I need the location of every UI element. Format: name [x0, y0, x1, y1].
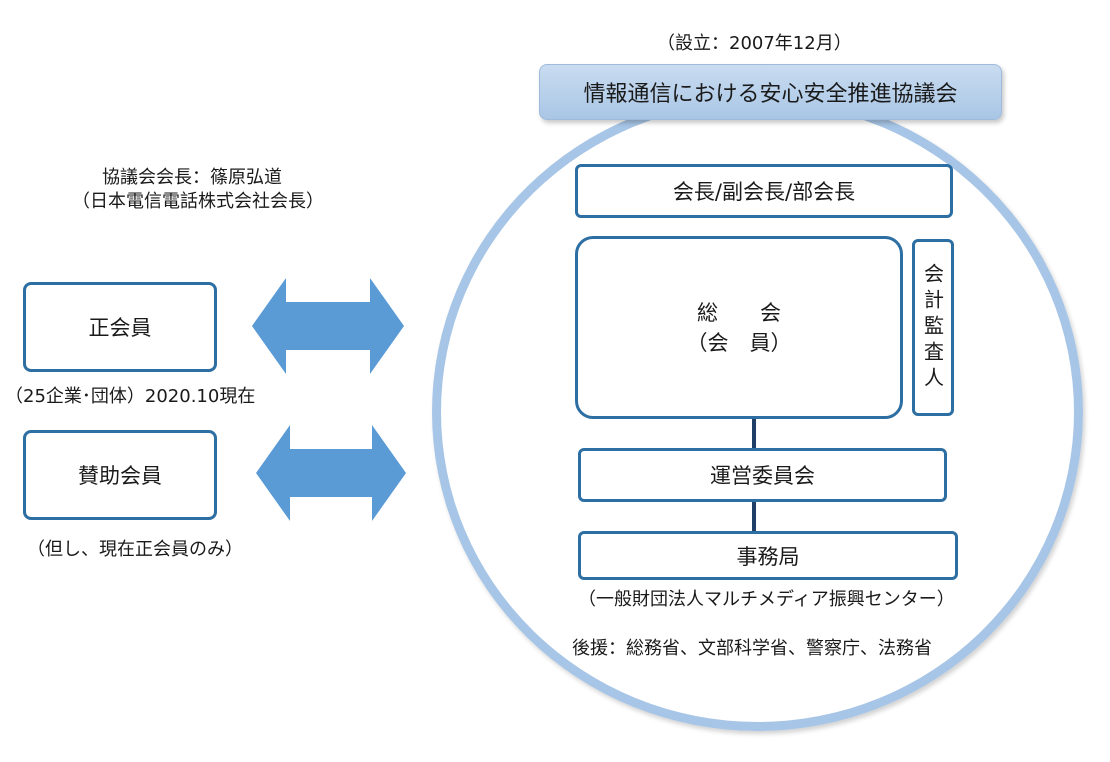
regular-member-box: 正会員	[23, 282, 217, 372]
leaders-label: 会長/副会長/部会長	[672, 180, 856, 204]
supporting-member-double-arrow	[256, 425, 406, 521]
support-ministries: 後援：総務省、文部科学省、警察庁、法務省	[572, 638, 932, 659]
chair-name: 協議会会長：篠原弘道	[102, 167, 282, 188]
council-name: 情報通信における安心安全推進協議会	[583, 82, 958, 107]
regular-member-label: 正会員	[88, 316, 152, 340]
chair-affiliation: （日本電信電話株式会社会長）	[72, 191, 324, 212]
regular-member-note: （25企業･団体）2020.10現在	[5, 386, 256, 407]
supporting-member-note: （但し、現在正会員のみ）	[27, 539, 243, 560]
supporting-member-box: 賛助会員	[23, 430, 217, 520]
general-assembly-box: 総 会 （会 員）	[575, 236, 903, 419]
steering-committee-box: 運営委員会	[578, 448, 947, 502]
leaders-box: 会長/副会長/部会長	[575, 164, 953, 218]
steering-committee-label: 運営委員会	[710, 464, 815, 488]
auditor-label: 会計監査人	[920, 262, 945, 393]
general-assembly-subtitle: （会 員）	[686, 330, 792, 355]
council-name-banner: 情報通信における安心安全推進協議会	[539, 64, 1002, 120]
regular-member-double-arrow	[252, 278, 404, 374]
secretariat-box: 事務局	[578, 531, 958, 580]
secretariat-org: （一般財団法人マルチメディア振興センター）	[578, 589, 955, 610]
committee-to-secretariat-connector	[752, 501, 756, 532]
general-assembly-title: 総 会	[697, 300, 781, 325]
auditor-box: 会計監査人	[912, 239, 954, 416]
supporting-member-label: 賛助会員	[78, 464, 162, 488]
assembly-to-committee-connector	[752, 419, 756, 449]
founded-date: （設立：2007年12月）	[657, 33, 852, 54]
secretariat-label: 事務局	[736, 544, 800, 569]
